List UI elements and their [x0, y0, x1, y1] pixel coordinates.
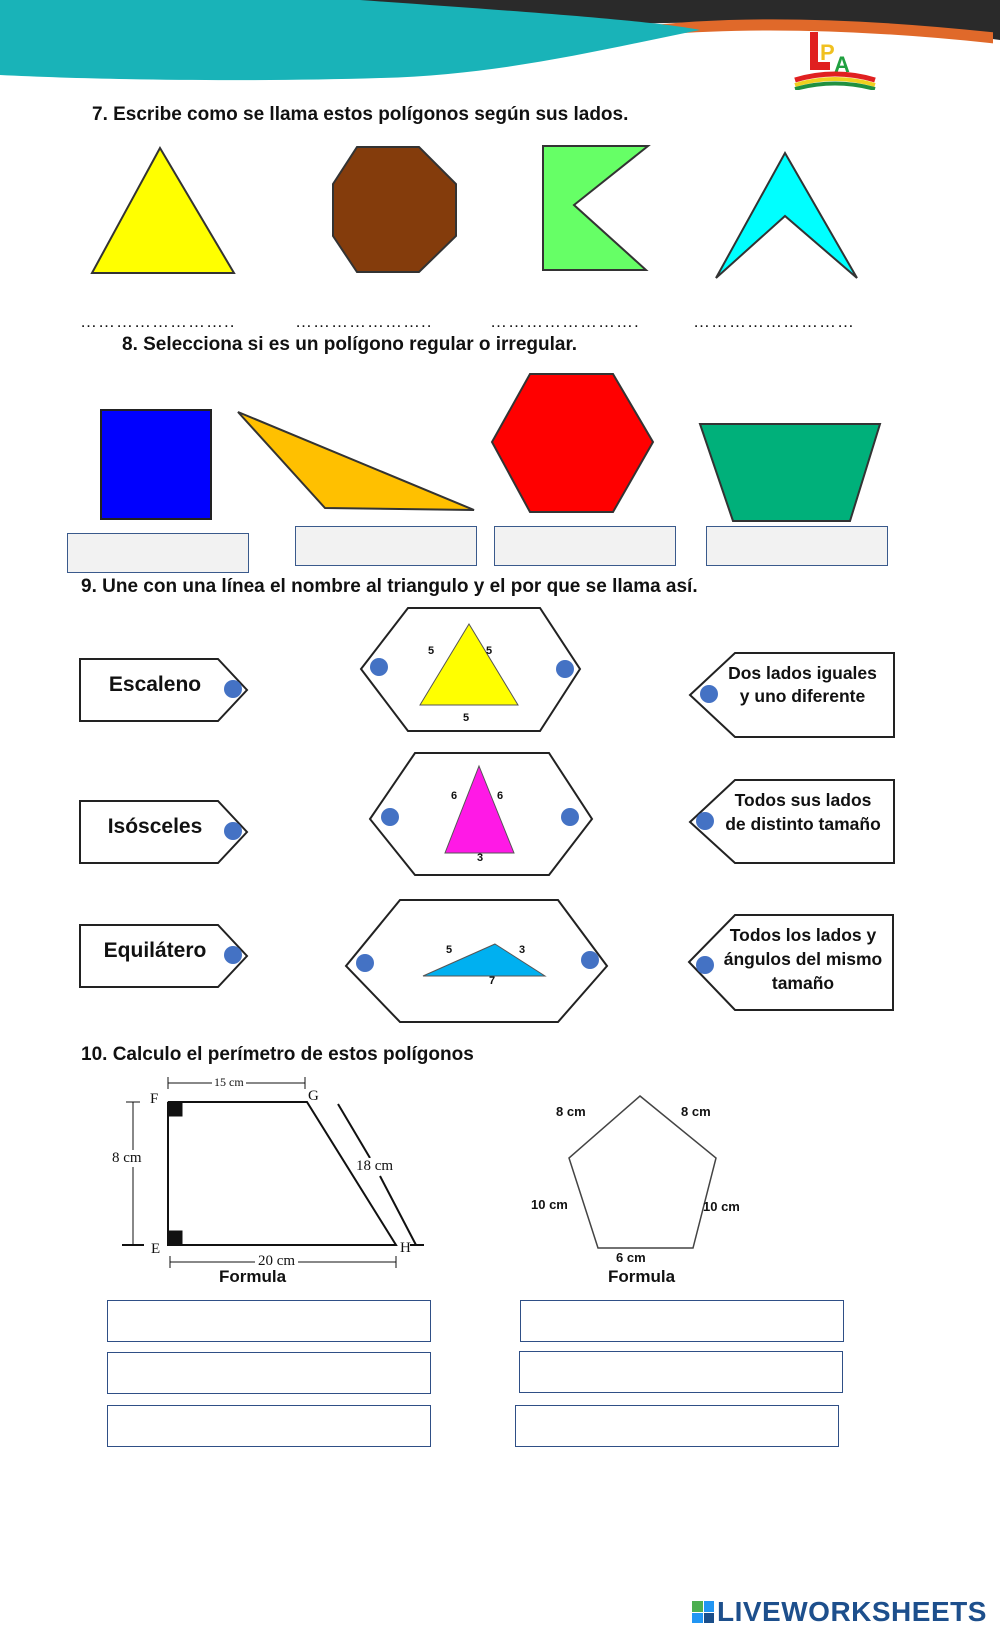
connect-dot[interactable]: [700, 685, 718, 703]
connect-dot[interactable]: [370, 658, 388, 676]
answer-box-triangle[interactable]: [295, 526, 477, 566]
side-label: 5: [428, 645, 435, 657]
answer-blank-4[interactable]: ………………………: [693, 312, 855, 331]
q7-triangle: [90, 145, 236, 274]
vertex-g: G: [308, 1088, 319, 1104]
pentagon-answer-1[interactable]: [520, 1300, 844, 1342]
pentagon-top-left: 8 cm: [556, 1104, 586, 1119]
triangle-equilateral: [419, 623, 519, 706]
reason-all-equal: Todos los lados y ángulos del mismo tama…: [723, 925, 883, 993]
name-equilatero: Equilátero: [103, 939, 207, 962]
q8-trapezoid: [698, 423, 882, 522]
height-length: 8 cm: [112, 1150, 142, 1167]
question-9-title: 9. Une con una línea el nombre al triang…: [81, 576, 698, 597]
q7-octagon: [332, 146, 457, 273]
vertex-f: F: [150, 1091, 159, 1107]
q8-hexagon: [490, 373, 655, 513]
hex-3: [344, 899, 609, 1023]
connect-dot[interactable]: [696, 956, 714, 974]
trapezoid-answer-1[interactable]: [107, 1300, 431, 1342]
vertex-h: H: [400, 1240, 411, 1256]
question-8-title: 8. Selecciona si es un polígono regular …: [122, 334, 578, 355]
answer-box-square[interactable]: [67, 533, 249, 573]
reason-all-different: Todos sus lados de distinto tamaño: [725, 790, 881, 834]
answer-blank-1[interactable]: ……………………..: [80, 312, 236, 331]
side-label: 7: [489, 975, 496, 987]
connect-dot[interactable]: [224, 680, 242, 698]
pentagon-left: 10 cm: [531, 1197, 568, 1212]
liveworksheets-logo: LIVEWORKSHEETS: [692, 1596, 987, 1628]
bottom-length: 20 cm: [255, 1253, 299, 1270]
pentagon-top-right: 8 cm: [681, 1104, 711, 1119]
name-escaleno: Escaleno: [108, 673, 202, 696]
header-wave: [0, 0, 1000, 81]
trapezoid-answer-3[interactable]: [107, 1405, 431, 1447]
triangle-scalene: [422, 943, 547, 977]
connect-dot[interactable]: [581, 951, 599, 969]
connect-dot[interactable]: [556, 660, 574, 678]
connect-dot[interactable]: [381, 808, 399, 826]
q8-obtuse-triangle: [237, 411, 475, 511]
trapezoid-answer-2[interactable]: [107, 1352, 431, 1394]
answer-blank-3[interactable]: …………………….: [490, 312, 640, 331]
connect-dot[interactable]: [356, 954, 374, 972]
liveworksheets-icon: [692, 1601, 714, 1623]
side-label: 3: [477, 852, 484, 864]
side-label: 5: [446, 944, 453, 956]
pentagon-bottom: 6 cm: [616, 1250, 646, 1265]
question-7-title: 7. Escribe como se llama estos polígonos…: [92, 104, 629, 125]
answer-box-trapezoid[interactable]: [706, 526, 888, 566]
name-isosceles: Isósceles: [107, 815, 203, 838]
q7-arrow-shape: [715, 150, 858, 279]
side-label: 5: [486, 645, 493, 657]
pentagon-answer-3[interactable]: [515, 1405, 839, 1447]
connect-dot[interactable]: [224, 946, 242, 964]
pentagon-answer-2[interactable]: [519, 1351, 843, 1393]
triangle-isosceles: [444, 764, 515, 854]
side-label: 6: [451, 790, 458, 802]
connect-dot[interactable]: [561, 808, 579, 826]
slant-length: 18 cm: [356, 1158, 394, 1175]
answer-box-hexagon[interactable]: [494, 526, 676, 566]
formula-label-left: Formula: [219, 1267, 287, 1286]
liveworksheets-brand: LIVEWORKSHEETS: [717, 1596, 987, 1627]
answer-blank-2[interactable]: …………………..: [295, 312, 433, 331]
connect-dot[interactable]: [224, 822, 242, 840]
hex-1: [359, 607, 582, 732]
svg-text:A: A: [834, 52, 850, 77]
side-label: 5: [463, 712, 470, 724]
vertex-e: E: [151, 1241, 161, 1257]
svg-text:P: P: [820, 40, 835, 65]
q7-concave-pentagon: [542, 145, 651, 271]
connect-dot[interactable]: [696, 812, 714, 830]
top-length: 15 cm: [212, 1075, 246, 1090]
side-label: 6: [497, 790, 504, 802]
formula-label-right: Formula: [608, 1267, 676, 1286]
header-teal-wave: [0, 0, 700, 81]
pentagon-right: 10 cm: [703, 1199, 740, 1214]
reason-two-equal: Dos lados iguales y uno diferente: [728, 663, 877, 706]
side-label: 3: [519, 944, 526, 956]
q8-square: [100, 409, 212, 520]
question-10-title: 10. Calculo el perímetro de estos polígo…: [81, 1044, 474, 1065]
